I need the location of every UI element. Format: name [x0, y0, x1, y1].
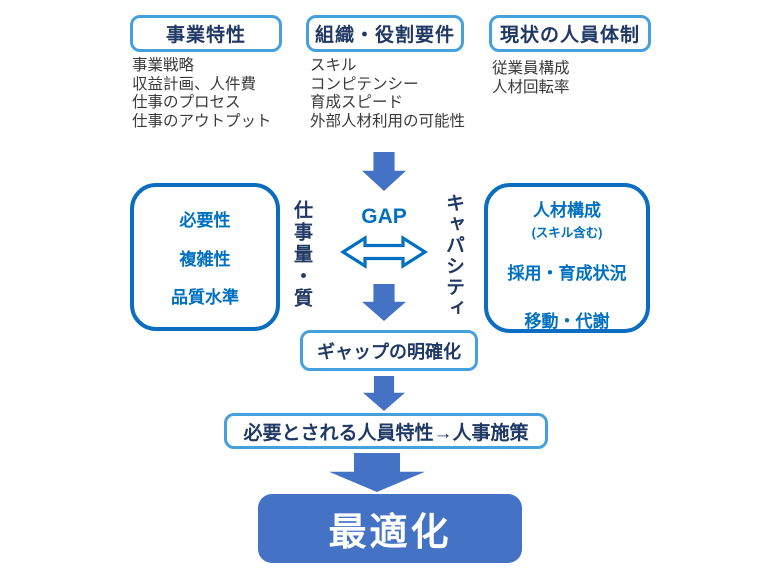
right-box-subtitle: (スキル含む) [531, 226, 603, 240]
down-arrow-icon [363, 376, 405, 411]
flow-box-label: ギャップの明確化 [317, 341, 461, 362]
current-staffing-box: 現状の人員体制 [489, 15, 651, 52]
box-title: 組織・役割要件 [314, 25, 455, 46]
optimization-label: 最適化 [328, 512, 452, 554]
organization-role-requirements-box: 組織・役割要件 [306, 15, 464, 52]
list-item: 育成スピード [310, 94, 404, 111]
double-arrow-icon [340, 235, 428, 269]
comparison-item: 複雑性 [179, 249, 231, 269]
current-staffing-list: 従業員構成 人材回転率 [492, 60, 570, 97]
required-personnel-traits-box: 必要とされる人員特性→人事施策 [224, 413, 548, 449]
right-box-title: 人材構成 [533, 201, 601, 220]
comparison-item: 採用・育成状況 [507, 264, 627, 283]
comparison-item: 品質水準 [171, 287, 239, 307]
down-arrow-icon [362, 152, 406, 191]
list-item: コンピテンシー [310, 75, 419, 93]
gap-clarification-box: ギャップの明確化 [300, 330, 478, 371]
box-title: 現状の人員体制 [499, 25, 640, 46]
organization-role-list: スキル コンピテンシー 育成スピード 外部人材利用の可能性 [310, 57, 465, 131]
down-arrow-icon [362, 284, 406, 321]
capacity-label: キャパシティ [443, 193, 464, 319]
list-item: 従業員構成 [492, 60, 570, 77]
list-item: 人材回転率 [492, 78, 570, 96]
list-item: 仕事のアウトプット [132, 112, 272, 130]
list-item: 仕事のプロセス [132, 94, 241, 111]
business-characteristics-box: 事業特性 [130, 15, 282, 52]
gap-label: GAP [361, 205, 407, 228]
list-item: 収益計画、人件費 [132, 75, 257, 93]
work-volume-quality-label: 仕事量・質 [291, 200, 312, 310]
comparison-item: 必要性 [179, 211, 231, 231]
down-arrow-icon [329, 453, 425, 492]
talent-composition-box: 人材構成 (スキル含む) 採用・育成状況 移動・代謝 [484, 183, 650, 333]
work-requirements-box: 必要性 複雑性 品質水準 [130, 183, 280, 331]
optimization-box: 最適化 [258, 494, 522, 563]
list-item: 事業戦略 [132, 57, 195, 74]
flow-box-label: 必要とされる人員特性→人事施策 [243, 422, 529, 444]
list-item: スキル [310, 57, 357, 74]
box-title: 事業特性 [165, 25, 246, 46]
business-characteristics-list: 事業戦略 収益計画、人件費 仕事のプロセス 仕事のアウトプット [132, 57, 272, 131]
list-item: 外部人材利用の可能性 [310, 112, 466, 130]
comparison-item: 移動・代謝 [524, 312, 610, 331]
